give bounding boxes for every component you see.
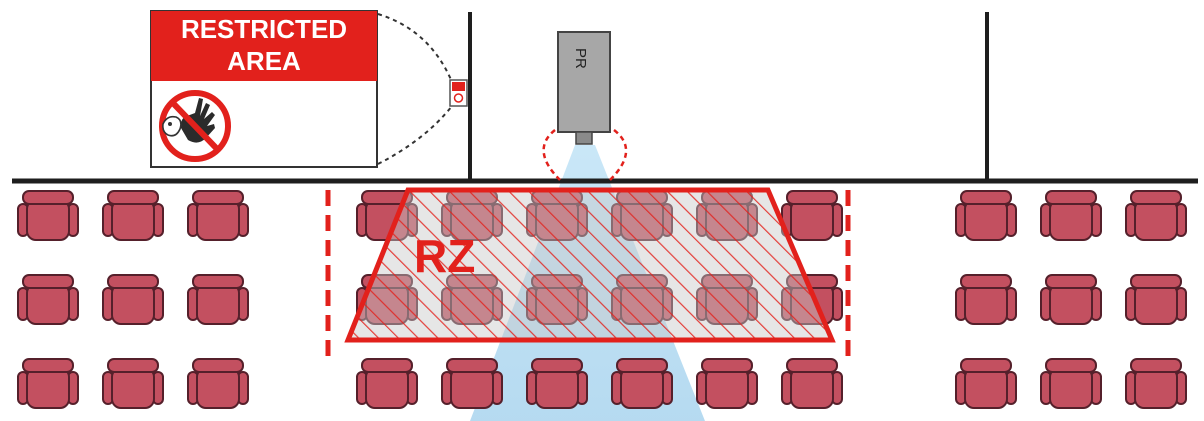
seat-left-r3-c2 xyxy=(102,358,164,409)
seat-right-r1-c2 xyxy=(1040,190,1102,241)
seat-right-r3-c1 xyxy=(955,358,1017,409)
seat-left-r3-c1 xyxy=(17,358,79,409)
seat-center-r3-c4 xyxy=(611,358,673,409)
projector-detection-arc-right xyxy=(609,129,628,181)
seat-left-r2-c1 xyxy=(17,274,79,325)
seat-right-r3-c2 xyxy=(1040,358,1102,409)
seat-right-r1-c3 xyxy=(1125,190,1187,241)
seat-right-r2-c3 xyxy=(1125,274,1187,325)
projector: PR xyxy=(542,31,628,181)
seat-left-r2-c2 xyxy=(102,274,164,325)
projector-body xyxy=(557,31,611,133)
seat-center-r3-c3 xyxy=(526,358,588,409)
seat-right-r2-c2 xyxy=(1040,274,1102,325)
seat-left-r1-c2 xyxy=(102,190,164,241)
sign-title-line1: RESTRICTED xyxy=(181,14,347,44)
restricted-zone: RZ xyxy=(344,187,836,343)
projector-lens xyxy=(575,131,593,145)
projector-label: PR xyxy=(572,48,589,69)
seat-right-r1-c1 xyxy=(955,190,1017,241)
sign-callout-bottom xyxy=(377,105,453,165)
seat-center-r3-c2 xyxy=(441,358,503,409)
sign-callout-top xyxy=(377,13,453,83)
seat-center-r3-c1 xyxy=(356,358,418,409)
sign-title-line2: AREA xyxy=(227,46,301,76)
seat-left-r2-c3 xyxy=(187,274,249,325)
restricted-zone-border xyxy=(344,187,836,343)
seat-center-r1-c6 xyxy=(781,190,843,241)
seat-left-r3-c3 xyxy=(187,358,249,409)
restricted-zone-label: RZ xyxy=(414,230,475,282)
seat-right-r2-c1 xyxy=(955,274,1017,325)
no-entry-hand-icon xyxy=(159,90,231,162)
restricted-zone-hatch xyxy=(348,190,832,340)
projector-detection-arc-left xyxy=(542,129,561,181)
seat-center-r3-c6 xyxy=(781,358,843,409)
sign-header xyxy=(151,11,377,81)
seat-left-r1-c3 xyxy=(187,190,249,241)
seat-right-r3-c3 xyxy=(1125,358,1187,409)
seat-left-r1-c1 xyxy=(17,190,79,241)
seat-center-r3-c5 xyxy=(696,358,758,409)
restricted-area-sign: RESTRICTED AREA xyxy=(150,10,468,168)
